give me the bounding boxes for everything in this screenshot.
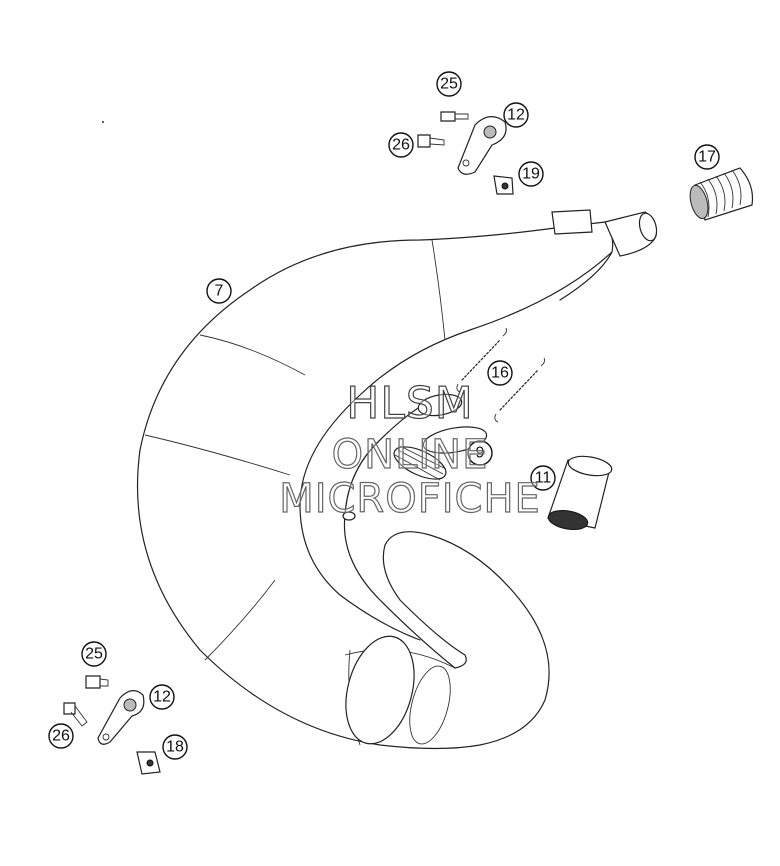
svg-text:26: 26 [52, 728, 70, 745]
watermark-line-3: MICROFICHE [279, 476, 541, 522]
callout-26-lower: 26 [48, 723, 74, 749]
callout-17: 17 [694, 144, 720, 170]
callout-25-upper: 25 [436, 71, 462, 97]
svg-text:16: 16 [491, 365, 509, 382]
sleeve-part-17 [689, 167, 754, 221]
watermark: HLSM ONLINE MICROFICHE [279, 377, 541, 522]
svg-text:11: 11 [535, 470, 552, 487]
callout-19: 19 [518, 161, 544, 187]
callout-26-upper: 26 [388, 132, 414, 158]
svg-text:17: 17 [698, 149, 716, 166]
lower-bracket-group [63, 675, 161, 775]
callout-12-lower: 12 [149, 684, 175, 710]
exhaust-pipe [137, 209, 658, 750]
svg-text:7: 7 [215, 283, 224, 300]
watermark-line-2: ONLINE [332, 432, 489, 478]
svg-text:9: 9 [476, 445, 485, 462]
callout-12-upper: 12 [503, 102, 529, 128]
callout-25-lower: 25 [81, 641, 107, 667]
svg-text:26: 26 [392, 137, 410, 154]
stray-dot [102, 121, 104, 123]
end-piece-part-11 [547, 455, 613, 531]
callout-16: 16 [487, 360, 513, 386]
svg-text:19: 19 [522, 166, 540, 183]
svg-text:12: 12 [153, 689, 171, 706]
callout-18: 18 [162, 734, 188, 760]
callout-7: 7 [206, 278, 232, 304]
callout-11: 11 [530, 465, 556, 491]
svg-text:25: 25 [440, 76, 458, 93]
springs-part-16 [456, 327, 546, 423]
svg-text:18: 18 [166, 739, 184, 756]
callout-9: 9 [467, 440, 493, 466]
upper-bracket-group [417, 111, 514, 195]
svg-text:25: 25 [85, 646, 103, 663]
watermark-line-1: HLSM [346, 378, 474, 429]
svg-text:12: 12 [507, 107, 525, 124]
